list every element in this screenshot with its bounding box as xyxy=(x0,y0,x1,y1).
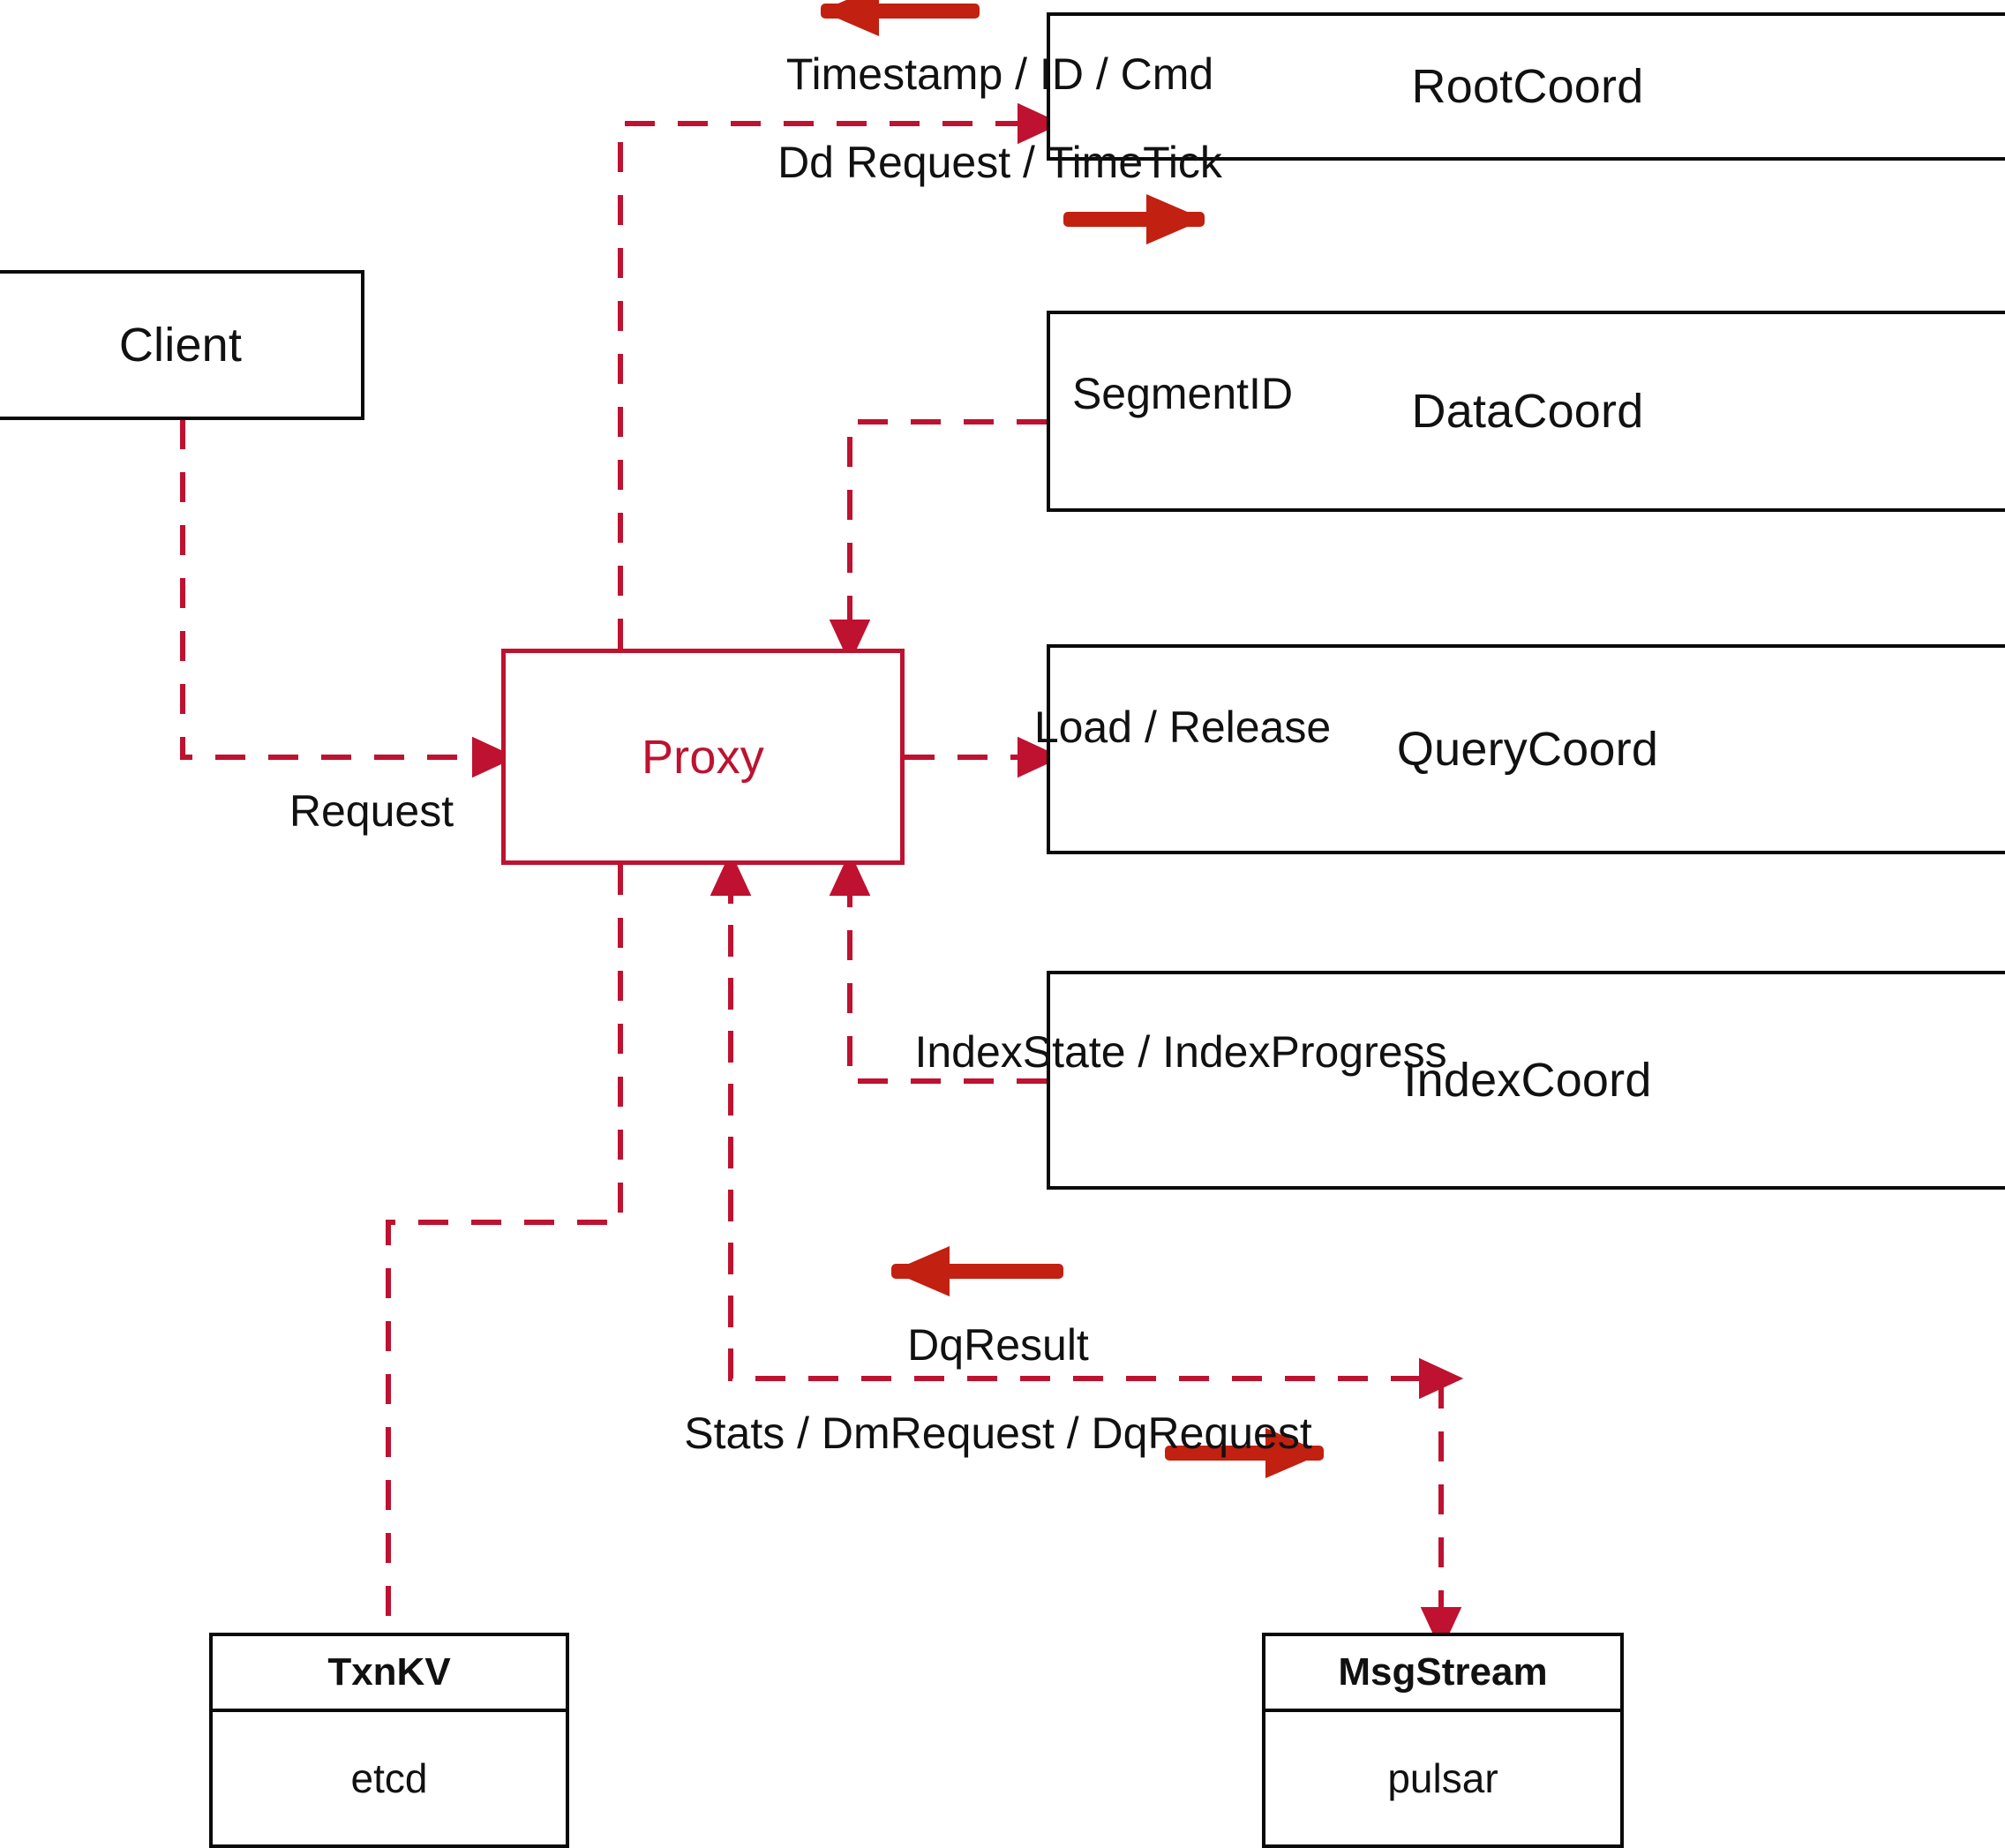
node-indexcoord[interactable]: IndexCoord xyxy=(1047,971,2005,1190)
node-datacoord-label: DataCoord xyxy=(1411,385,1644,438)
node-txnkv-header: TxnKV xyxy=(213,1636,566,1712)
node-querycoord-label: QueryCoord xyxy=(1396,723,1659,776)
edge-label-request: Request xyxy=(289,786,454,836)
edge-label-timestamp-id-cmd: Timestamp / ID / Cmd xyxy=(785,49,1214,99)
node-msgstream[interactable]: MsgStream pulsar xyxy=(1262,1633,1624,1848)
direction-arrows xyxy=(821,0,1324,1478)
arrow-left-icon-top xyxy=(821,0,980,36)
edge-datacoord-to-proxy xyxy=(829,419,1047,665)
node-client[interactable]: Client xyxy=(0,270,364,420)
arrow-right-icon-bottom xyxy=(1165,1428,1324,1478)
arrow-right-icon-top xyxy=(1063,194,1205,244)
edge-label-load-release: Load / Release xyxy=(1033,702,1332,752)
node-proxy-label: Proxy xyxy=(641,730,765,784)
node-datacoord[interactable]: DataCoord xyxy=(1047,311,2005,512)
node-rootcoord[interactable]: RootCoord xyxy=(1047,12,2005,161)
arrow-left-icon-bottom xyxy=(891,1246,1063,1296)
node-querycoord[interactable]: QueryCoord xyxy=(1047,644,2005,854)
edge-label-stats-dm-dq: Stats / DmRequest / DqRequest xyxy=(684,1409,1312,1458)
node-proxy[interactable]: Proxy xyxy=(501,649,905,865)
node-msgstream-body: pulsar xyxy=(1387,1755,1498,1801)
node-msgstream-header: MsgStream xyxy=(1265,1636,1620,1712)
node-client-label: Client xyxy=(118,319,243,372)
edge-proxy-to-rootcoord xyxy=(618,102,1063,649)
edge-label-dq-result: DqResult xyxy=(907,1320,1089,1370)
edge-label-segment-id: SegmentID xyxy=(1071,369,1294,418)
node-rootcoord-label: RootCoord xyxy=(1411,60,1644,113)
edge-label-dd-request-timetick: Dd Request / TimeTick xyxy=(777,138,1222,187)
node-txnkv-body: etcd xyxy=(350,1755,428,1801)
node-indexcoord-label: IndexCoord xyxy=(1403,1054,1652,1107)
edge-client-to-proxy xyxy=(180,419,517,778)
edge-label-index-state-progress: IndexState / IndexProgress xyxy=(914,1027,1447,1077)
node-txnkv[interactable]: TxnKV etcd xyxy=(209,1633,569,1848)
edge-proxy-to-txnkv xyxy=(386,865,623,1629)
edge-indexcoord-to-proxy xyxy=(829,851,1047,1084)
